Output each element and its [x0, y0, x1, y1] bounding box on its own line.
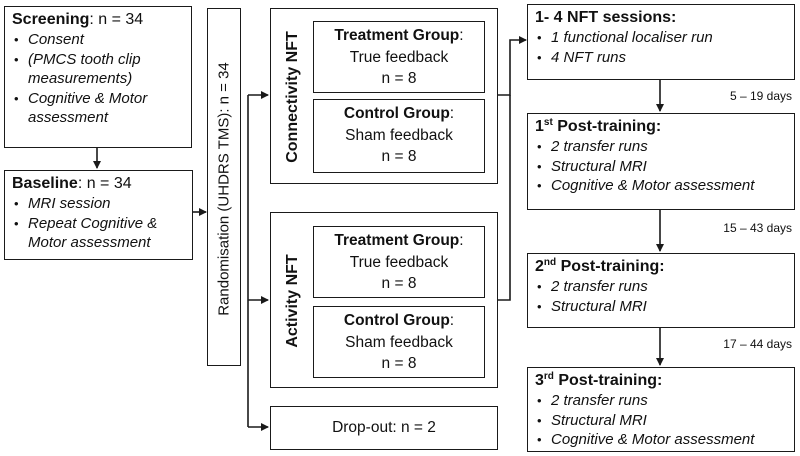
list-item: 2 transfer runs [535, 137, 787, 157]
gap-label-2: 15 – 43 days [723, 221, 792, 235]
post-training-1-title: 1st Post-training: [535, 117, 662, 136]
post-training-2-list: 2 transfer runs Structural MRI [535, 277, 787, 316]
connectivity-treatment-group: Treatment Group: True feedback n = 8 [313, 21, 485, 93]
connectivity-control-group: Control Group: Sham feedback n = 8 [313, 99, 485, 173]
list-item: 1 functional localiser run [535, 28, 787, 48]
screening-box: Screening: n = 34 Consent (PMCS tooth cl… [4, 6, 192, 148]
activity-treatment-group: Treatment Group: True feedback n = 8 [313, 226, 485, 298]
list-item: Structural MRI [535, 157, 787, 177]
connectivity-nft-box: Connectivity NFT Treatment Group: True f… [270, 8, 498, 184]
list-item: MRI session [12, 194, 185, 214]
list-item: Consent [12, 30, 184, 50]
post-training-2-title: 2nd Post-training: [535, 257, 665, 276]
post-training-1-box: 1st Post-training: 2 transfer runs Struc… [527, 113, 795, 210]
baseline-title: Baseline: n = 34 [12, 175, 132, 192]
list-item: 2 transfer runs [535, 277, 787, 297]
dropout-box: Drop-out: n = 2 [270, 406, 498, 450]
list-item: 4 NFT runs [535, 48, 787, 68]
randomisation-label: Randomisation (UHDRS TMS): n = 34 [215, 62, 233, 316]
nft-sessions-title: 1- 4 NFT sessions: [535, 9, 677, 26]
gap-label-3: 17 – 44 days [723, 337, 792, 351]
dropout-label: Drop-out: n = 2 [332, 419, 436, 436]
list-item: 2 transfer runs [535, 391, 787, 411]
activity-nft-box: Activity NFT Treatment Group: True feedb… [270, 212, 498, 388]
post-training-1-list: 2 transfer runs Structural MRI Cognitive… [535, 137, 787, 196]
line-activity-to-sessions [498, 95, 511, 301]
baseline-box: Baseline: n = 34 MRI session Repeat Cogn… [4, 170, 193, 260]
activity-control-group: Control Group: Sham feedback n = 8 [313, 306, 485, 378]
connectivity-nft-label: Connectivity NFT [284, 31, 301, 163]
activity-nft-label: Activity NFT [284, 254, 301, 348]
baseline-list: MRI session Repeat Cognitive &Motor asse… [12, 194, 185, 253]
arrow-connectivity-to-sessions [498, 36, 527, 96]
post-training-3-title: 3rd Post-training: [535, 371, 663, 390]
post-training-2-box: 2nd Post-training: 2 transfer runs Struc… [527, 253, 795, 328]
list-item: Structural MRI [535, 411, 787, 431]
gap-label-1: 5 – 19 days [729, 89, 792, 103]
randomisation-box: Randomisation (UHDRS TMS): n = 34 [207, 8, 241, 366]
post-training-3-list: 2 transfer runs Structural MRI Cognitive… [535, 391, 787, 450]
list-item: Cognitive & Motor assessment [535, 176, 787, 196]
nft-sessions-list: 1 functional localiser run 4 NFT runs [535, 28, 787, 67]
nft-sessions-box: 1- 4 NFT sessions: 1 functional localise… [527, 4, 795, 80]
post-training-3-box: 3rd Post-training: 2 transfer runs Struc… [527, 367, 795, 452]
list-item: Repeat Cognitive &Motor assessment [12, 214, 185, 253]
screening-title: Screening: n = 34 [12, 11, 144, 28]
list-item: Structural MRI [535, 297, 787, 317]
list-item: Cognitive & Motor assessment [535, 430, 787, 450]
